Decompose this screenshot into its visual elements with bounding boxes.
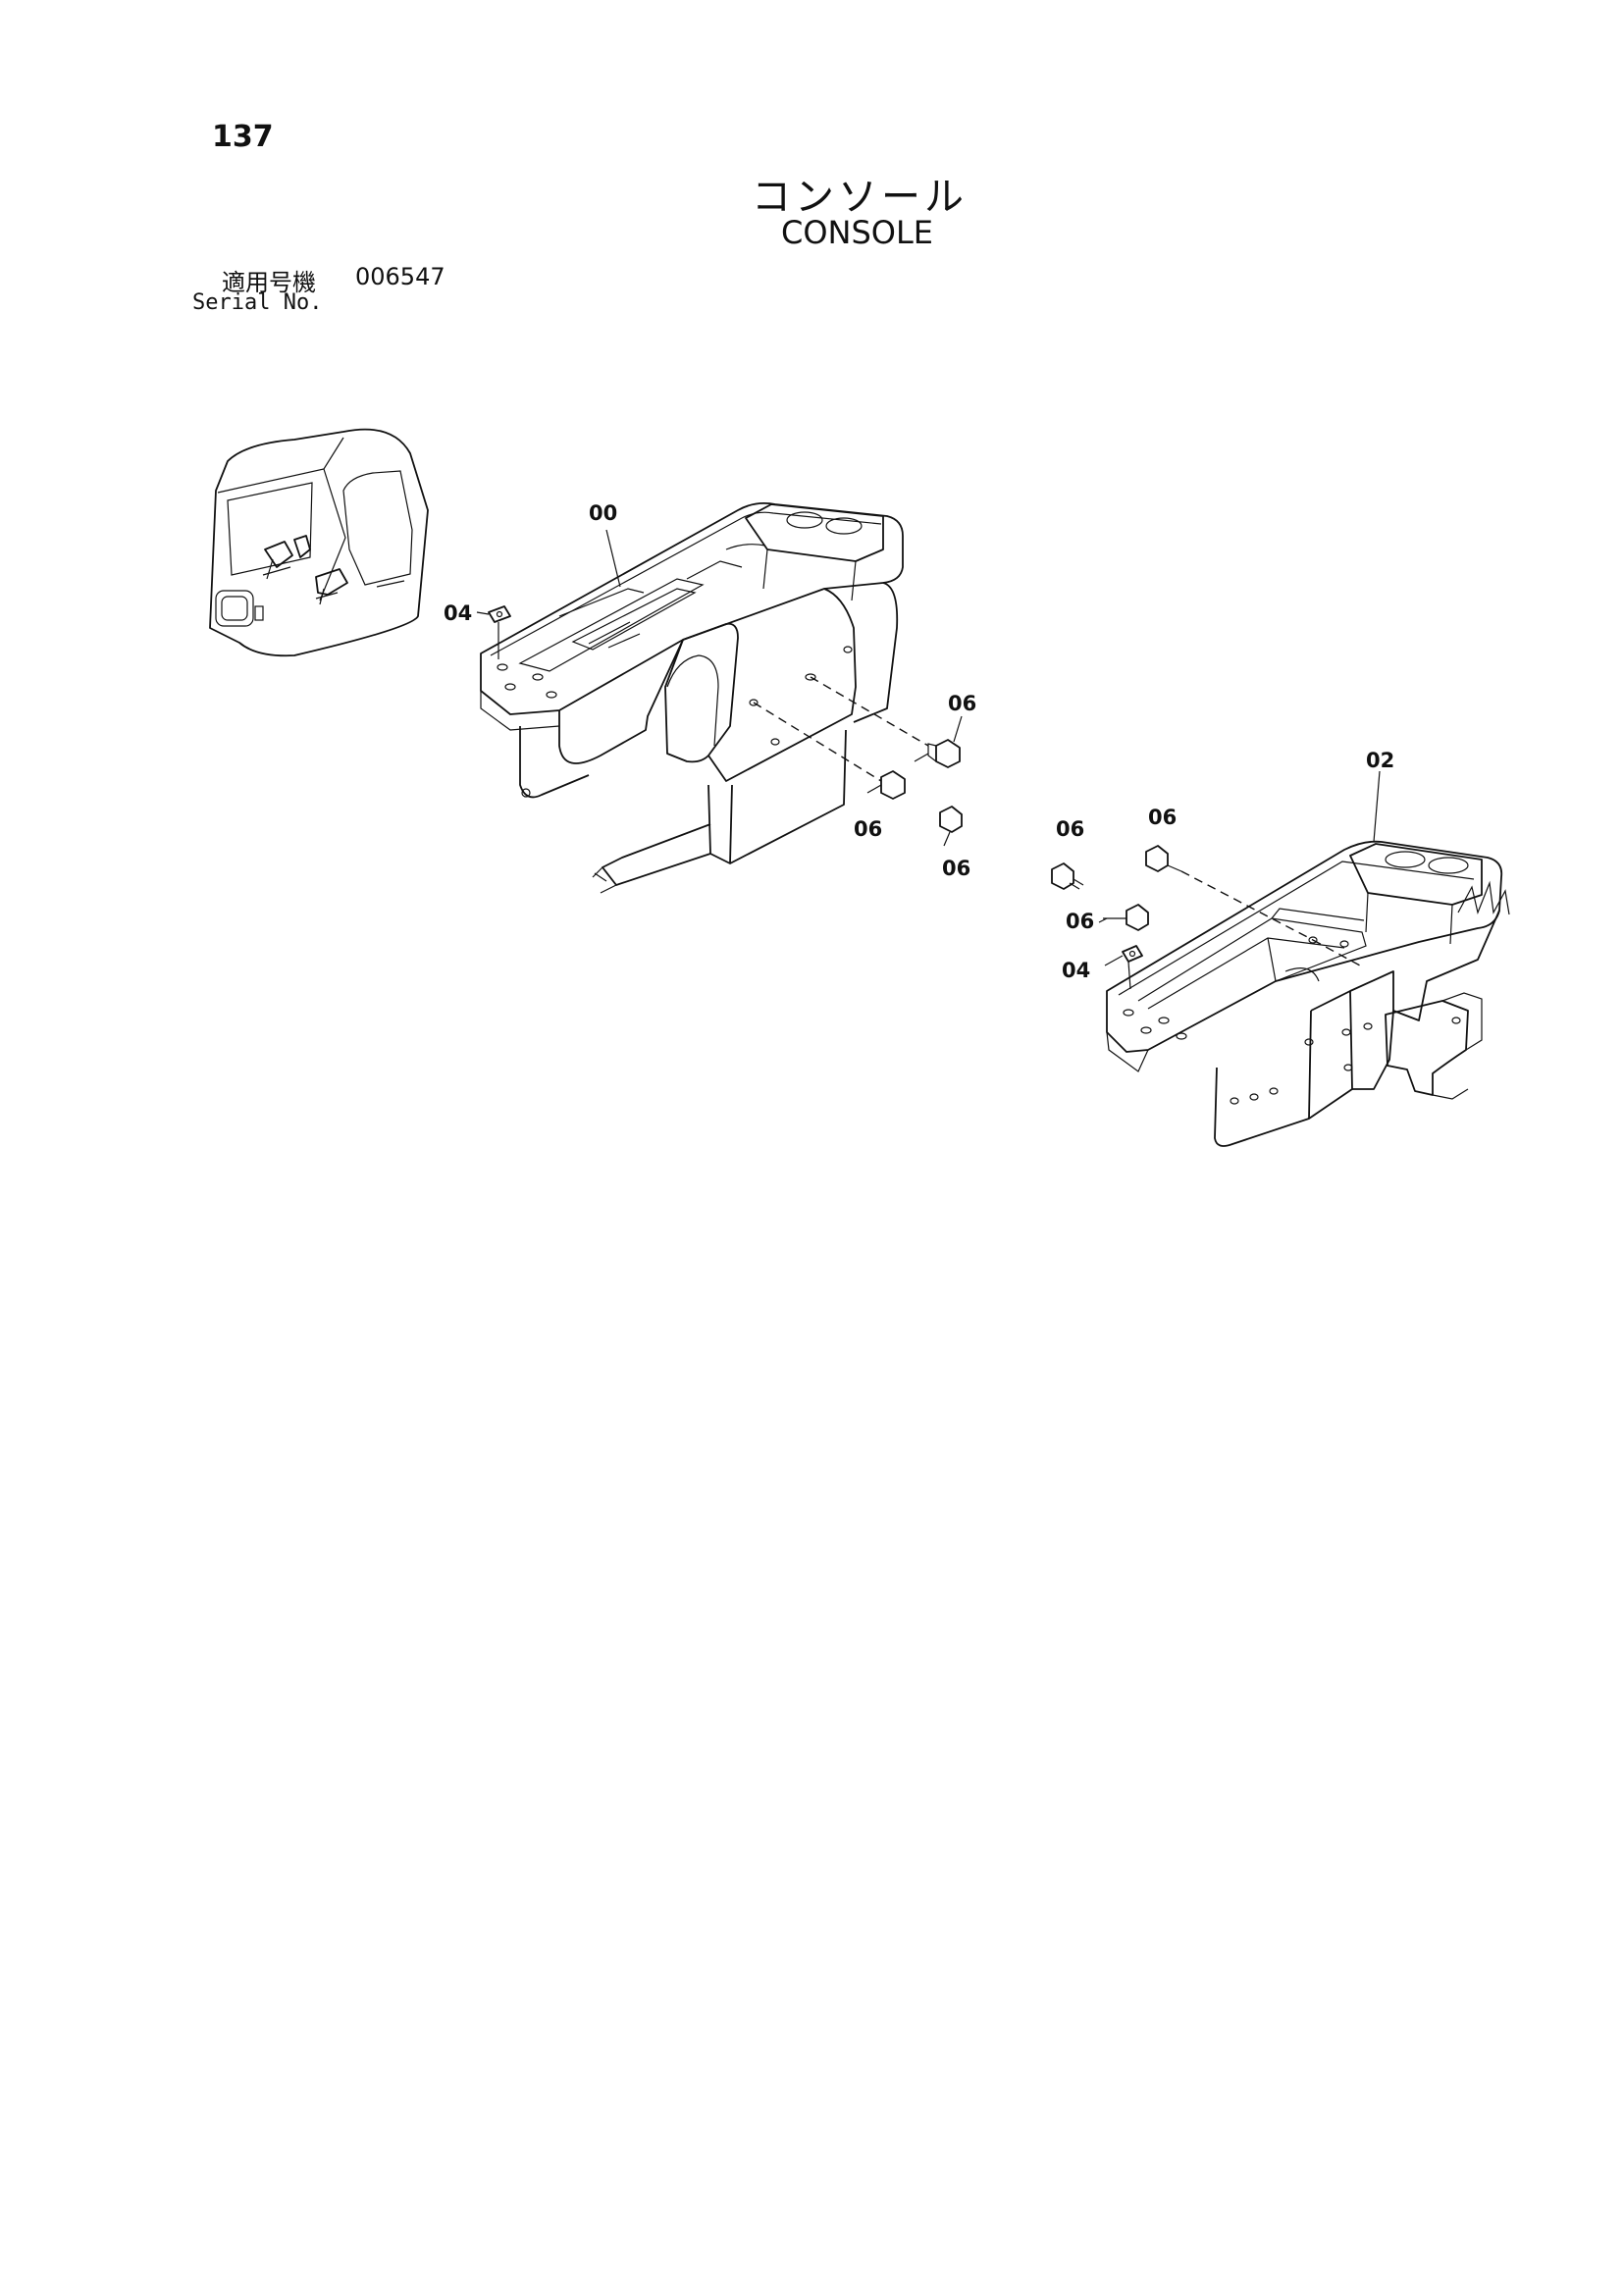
bolt-06-f (1103, 904, 1149, 931)
leader-line (1104, 955, 1124, 966)
callout-06-c: 06 (942, 857, 970, 880)
leader-line (1098, 917, 1108, 923)
leader-line (476, 611, 490, 615)
title-english: CONSOLE (781, 214, 934, 251)
title-japanese: コンソール (752, 175, 968, 220)
callout-06-d: 06 (1056, 817, 1084, 841)
serial-number-value: 006547 (355, 263, 445, 290)
cab-overview-illustration (209, 428, 429, 657)
page-number: 137 (212, 120, 274, 154)
serial-label-english: Serial No. (192, 290, 323, 315)
callout-00-left: 00 (589, 501, 617, 525)
alignment-line (753, 702, 882, 782)
callout-02-right: 02 (1366, 749, 1394, 772)
callout-06-e: 06 (1148, 806, 1177, 829)
callout-04-right: 04 (1062, 959, 1090, 982)
bolt-06-a (914, 739, 961, 768)
callout-06-a: 06 (948, 692, 976, 715)
leader-line (605, 529, 621, 588)
callout-06-b: 06 (854, 817, 882, 841)
console-right-frame (1106, 840, 1510, 1147)
serial-label-japanese: 適用号機 (222, 269, 316, 296)
plate-04-right (1122, 945, 1143, 990)
callout-04-left: 04 (444, 601, 472, 625)
alignment-line (810, 676, 929, 747)
bolt-06-e (1145, 845, 1182, 872)
console-left-assembly (480, 501, 904, 894)
exploded-parts-diagram: 00 04 06 06 06 02 06 06 06 04 (209, 428, 1510, 1147)
alignment-line (1180, 870, 1314, 941)
callout-06-f: 06 (1066, 910, 1094, 933)
bolt-06-d (1051, 862, 1084, 890)
leader-line (1373, 770, 1381, 843)
bolt-06-c (939, 806, 963, 847)
bolt-06-b (866, 770, 906, 800)
leader-line (953, 715, 963, 743)
alignment-line (1312, 939, 1361, 966)
plate-04-left (488, 605, 511, 659)
